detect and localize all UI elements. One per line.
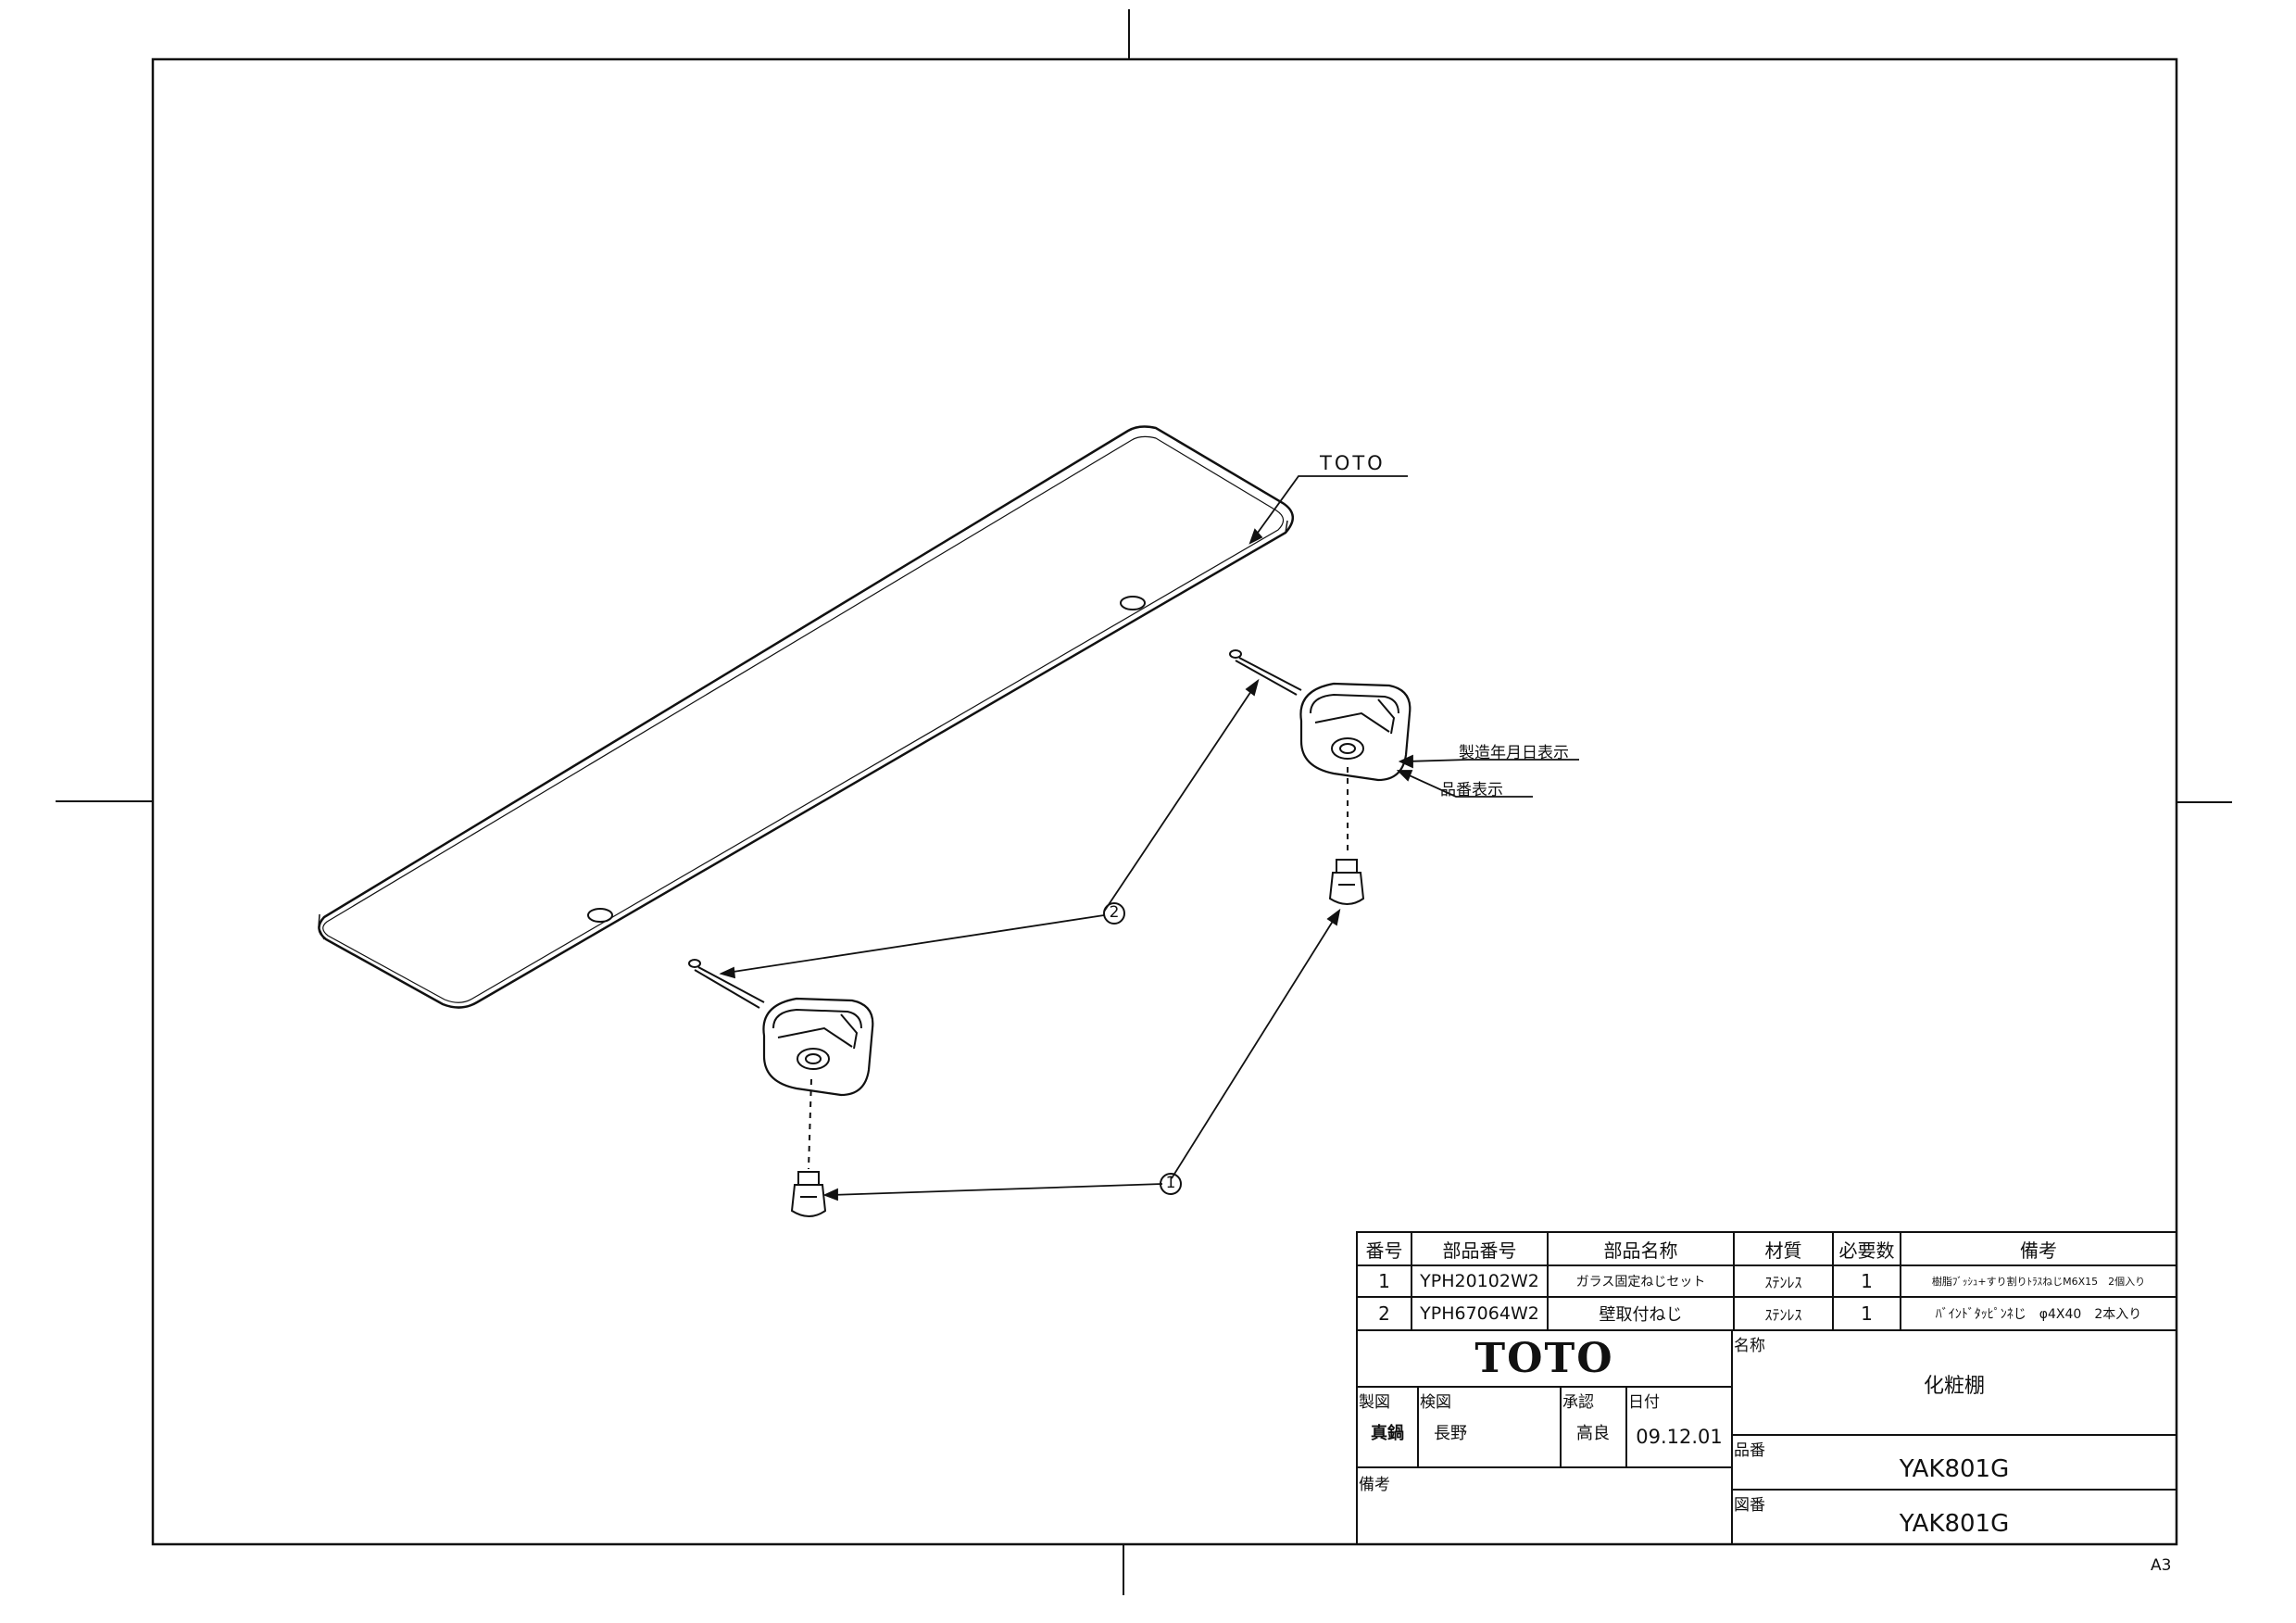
- part-mark-callout: 品番表示: [1440, 781, 1503, 799]
- drawn-label: 製図: [1359, 1393, 1390, 1412]
- date-mark-callout: 製造年月日表示: [1459, 744, 1569, 762]
- name-label: 名称: [1734, 1337, 1765, 1355]
- drawing-number-label: 図番: [1734, 1496, 1765, 1515]
- wall-screw-right: [1229, 649, 1302, 696]
- wall-screw-left: [688, 959, 765, 1009]
- header-quantity: 必要数: [1838, 1239, 1895, 1262]
- date-label: 日付: [1628, 1393, 1660, 1412]
- table-row-2-material: ｽﾃﾝﾚｽ: [1764, 1306, 1802, 1324]
- date-value: 09.12.01: [1636, 1426, 1723, 1448]
- table-row-2-remarks: ﾊﾞｲﾝﾄﾞﾀｯﾋﾟﾝﾈじ φ4X40 2本入り: [1935, 1307, 2142, 1322]
- table-row-1-part-number: YPH20102W2: [1420, 1271, 1539, 1291]
- table-row-1-quantity: 1: [1861, 1270, 1873, 1292]
- product-name: 化粧棚: [1923, 1375, 1985, 1398]
- leader-lines: [719, 475, 1579, 1202]
- table-row-2-part-name: 壁取付ねじ: [1599, 1305, 1683, 1325]
- brand-callout: TOTO: [1320, 452, 1386, 474]
- table-row-1-no: 1: [1378, 1270, 1390, 1292]
- approved-label: 承認: [1562, 1393, 1594, 1412]
- header-no: 番号: [1365, 1239, 1403, 1262]
- checked-label: 検図: [1420, 1393, 1451, 1412]
- sheet-size: A3: [2151, 1556, 2172, 1575]
- bushing-left: [790, 1171, 827, 1217]
- product-number: YAK801G: [1899, 1454, 2010, 1483]
- drawn-by: 真鍋: [1371, 1424, 1404, 1443]
- table-row-2-no: 2: [1378, 1302, 1390, 1325]
- bushing-right: [1328, 859, 1365, 905]
- table-row-2-part-number: YPH67064W2: [1420, 1303, 1539, 1324]
- balloon-1-label: 1: [1165, 1174, 1176, 1192]
- bracket-left: [762, 997, 874, 1170]
- bracket-right: [1299, 682, 1411, 852]
- balloons: [1103, 902, 1182, 1195]
- checked-by: 長野: [1434, 1424, 1467, 1443]
- drawing-border: [56, 9, 2232, 1595]
- header-part-number: 部品番号: [1442, 1239, 1517, 1262]
- balloon-2-label: 2: [1109, 903, 1120, 922]
- header-material: 材質: [1764, 1239, 1802, 1262]
- glass-shelf: [318, 425, 1294, 1009]
- header-remarks: 備考: [2020, 1239, 2057, 1262]
- product-number-label: 品番: [1734, 1441, 1765, 1460]
- title-block-grid: [1356, 1329, 2177, 1545]
- drawing-number: YAK801G: [1899, 1509, 2010, 1538]
- table-row-1-material: ｽﾃﾝﾚｽ: [1764, 1274, 1802, 1291]
- table-row-1-part-name: ガラス固定ねじセット: [1575, 1275, 1706, 1290]
- table-row-2-quantity: 1: [1861, 1302, 1873, 1325]
- remarks-label: 備考: [1359, 1476, 1390, 1494]
- approved-by: 高良: [1576, 1424, 1610, 1443]
- toto-logo: TOTO: [1474, 1335, 1614, 1382]
- header-part-name: 部品名称: [1603, 1239, 1678, 1262]
- table-row-1-remarks: 樹脂ﾌﾞｯｼｭ+すり割りﾄﾗｽねじM6X15 2個入り: [1931, 1276, 2146, 1288]
